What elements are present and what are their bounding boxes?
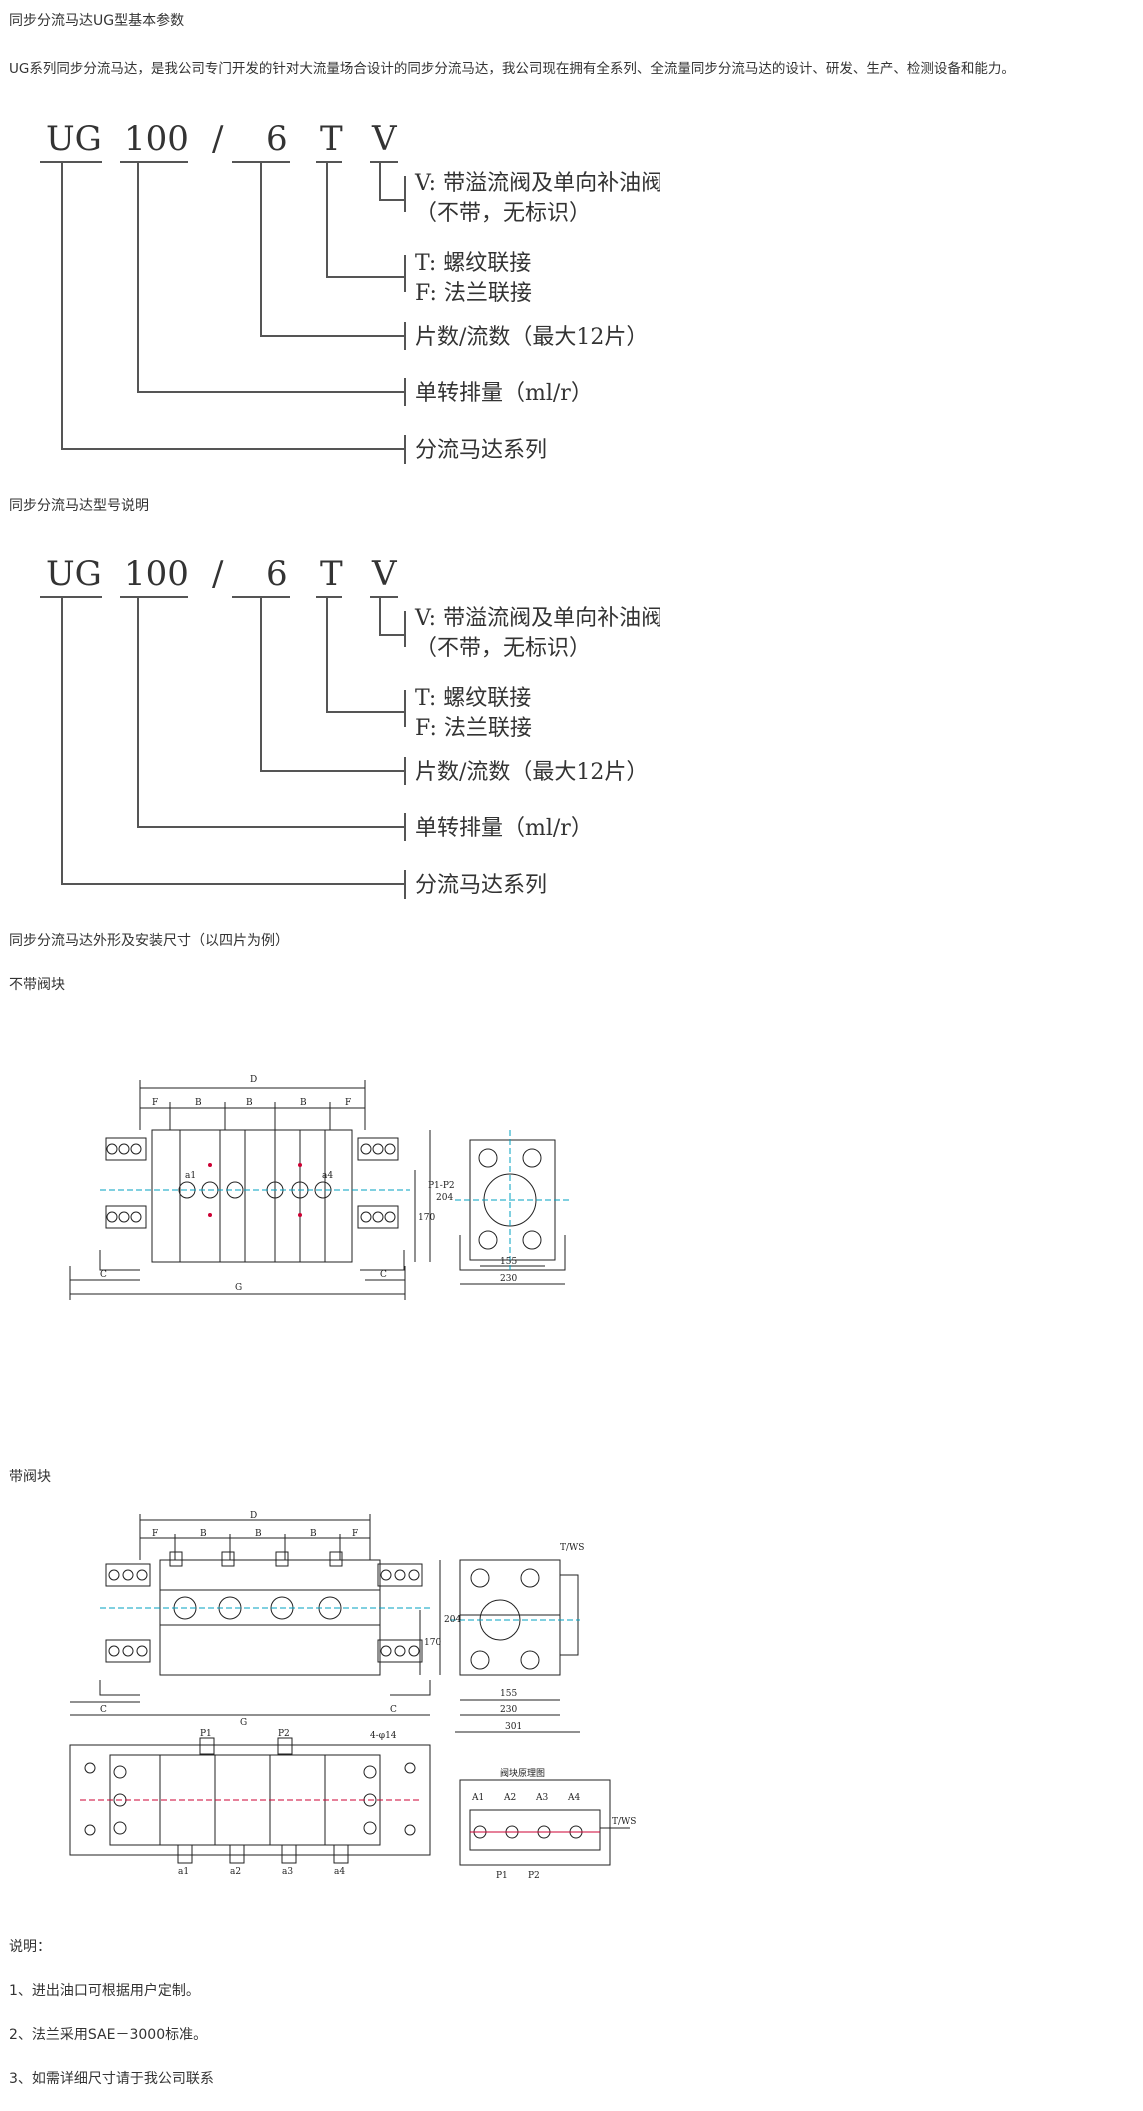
code-t: T <box>320 119 343 159</box>
dim-204: 204 <box>444 1615 461 1625</box>
code-t: T <box>320 554 343 594</box>
dim-b-2: B <box>255 1529 262 1539</box>
explain-pieces: 片数/流数（最大12片） <box>415 325 648 350</box>
port-a1: a1 <box>185 1171 196 1181</box>
explain-no-mark: （不带，无标识） <box>415 201 591 226</box>
code-ug: UG <box>46 119 102 159</box>
dim-g: G <box>235 1283 242 1293</box>
drawing-no-valve: D F B B B F C C G a1 a4 204 170 P1-P2 15… <box>69 1075 570 1300</box>
dim-155: 155 <box>500 1689 517 1699</box>
explain-v: V: 带溢流阀及单向补油阀 <box>414 171 660 196</box>
dim-f-right: F <box>345 1098 351 1108</box>
explain-no-mark: （不带，无标识） <box>415 636 591 661</box>
label-a4: a4 <box>334 1867 345 1877</box>
code-slash: / <box>212 119 224 159</box>
explain-t: T: 螺纹联接 <box>415 251 531 276</box>
dim-b-2: B <box>246 1098 253 1108</box>
drawing-with-valve: D F B B B F C C G 204 170 155 230 301 T/… <box>69 1511 636 1881</box>
port-a4: a4 <box>322 1171 333 1181</box>
label-holes: 4-φ14 <box>370 1731 397 1741</box>
schematic-p1: P1 <box>496 1871 508 1881</box>
with-valve-label: 带阀块 <box>9 1469 51 1485</box>
schematic-tws: T/WS <box>612 1817 636 1827</box>
dim-d: D <box>250 1075 257 1085</box>
dimensions-caption: 同步分流马达外形及安装尺寸（以四片为例） <box>9 933 289 949</box>
model-code-diagram-2: UG 100 / 6 T V V: 带溢流阀及单向补油阀 （不带，无标识） T:… <box>40 554 660 899</box>
intro-paragraph: UG系列同步分流马达，是我公司专门开发的针对大流量场合设计的同步分流马达，我公司… <box>9 61 1015 77</box>
explain-f: F: 法兰联接 <box>415 281 532 306</box>
dim-b-1: B <box>195 1098 202 1108</box>
explain-pieces: 片数/流数（最大12片） <box>415 760 648 785</box>
code-6: 6 <box>266 119 288 159</box>
model-code-diagram-1: UG 100 / 6 T V V: 带溢流阀及单向补油阀 （不带，无标识） T:… <box>40 119 660 464</box>
explain-f: F: 法兰联接 <box>415 716 532 741</box>
code-v: V <box>371 554 398 594</box>
page-title: 同步分流马达UG型基本参数 <box>9 13 185 29</box>
explain-v: V: 带溢流阀及单向补油阀 <box>414 606 660 631</box>
dim-c-right: C <box>380 1270 387 1280</box>
model-caption: 同步分流马达型号说明 <box>9 498 149 514</box>
note-1: 1、进出油口可根据用户定制。 <box>9 1983 200 1999</box>
note-2: 2、法兰采用SAE－3000标准。 <box>9 2027 208 2043</box>
label-a1: a1 <box>178 1867 189 1877</box>
dim-b-3: B <box>300 1098 307 1108</box>
label-p2: P2 <box>278 1729 290 1739</box>
dim-170: 170 <box>418 1213 435 1223</box>
dim-230: 230 <box>500 1705 517 1715</box>
dim-170: 170 <box>424 1638 441 1648</box>
dim-b-3: B <box>310 1529 317 1539</box>
label-a2: a2 <box>230 1867 241 1877</box>
code-6: 6 <box>266 554 288 594</box>
code-ug: UG <box>46 554 102 594</box>
note-3: 3、如需详细尺寸请于我公司联系 <box>9 2071 214 2087</box>
schematic-a4: A4 <box>567 1793 580 1803</box>
schematic-a2: A2 <box>503 1793 516 1803</box>
label-a3: a3 <box>282 1867 293 1877</box>
dim-f-left: F <box>152 1098 158 1108</box>
dim-204: 204 <box>436 1193 453 1203</box>
label-p1p2: P1-P2 <box>428 1181 455 1191</box>
schematic-a1: A1 <box>471 1793 484 1803</box>
dim-301: 301 <box>505 1722 522 1732</box>
dim-g: G <box>240 1718 247 1728</box>
label-p1: P1 <box>200 1729 212 1739</box>
dim-230: 230 <box>500 1274 517 1284</box>
code-slash: / <box>212 554 224 594</box>
dim-f-right: F <box>352 1529 358 1539</box>
dim-b-1: B <box>200 1529 207 1539</box>
code-100: 100 <box>124 119 189 159</box>
code-100: 100 <box>124 554 189 594</box>
schematic-p2: P2 <box>528 1871 540 1881</box>
schematic-a3: A3 <box>535 1793 548 1803</box>
dim-d: D <box>250 1511 257 1521</box>
code-v: V <box>371 119 398 159</box>
label-tws: T/WS <box>560 1543 584 1553</box>
explain-displacement: 单转排量（ml/r） <box>415 816 593 841</box>
dim-c-right: C <box>390 1705 397 1715</box>
dim-c-left: C <box>100 1705 107 1715</box>
explain-series: 分流马达系列 <box>415 873 547 898</box>
explain-t: T: 螺纹联接 <box>415 686 531 711</box>
dim-155: 155 <box>500 1257 517 1267</box>
explain-series: 分流马达系列 <box>415 438 547 463</box>
dim-f-left: F <box>152 1529 158 1539</box>
schematic-title: 阀块原理图 <box>500 1767 545 1779</box>
dim-c-left: C <box>100 1270 107 1280</box>
explain-displacement: 单转排量（ml/r） <box>415 381 593 406</box>
notes-title: 说明： <box>9 1939 51 1955</box>
no-valve-label: 不带阀块 <box>9 977 65 993</box>
